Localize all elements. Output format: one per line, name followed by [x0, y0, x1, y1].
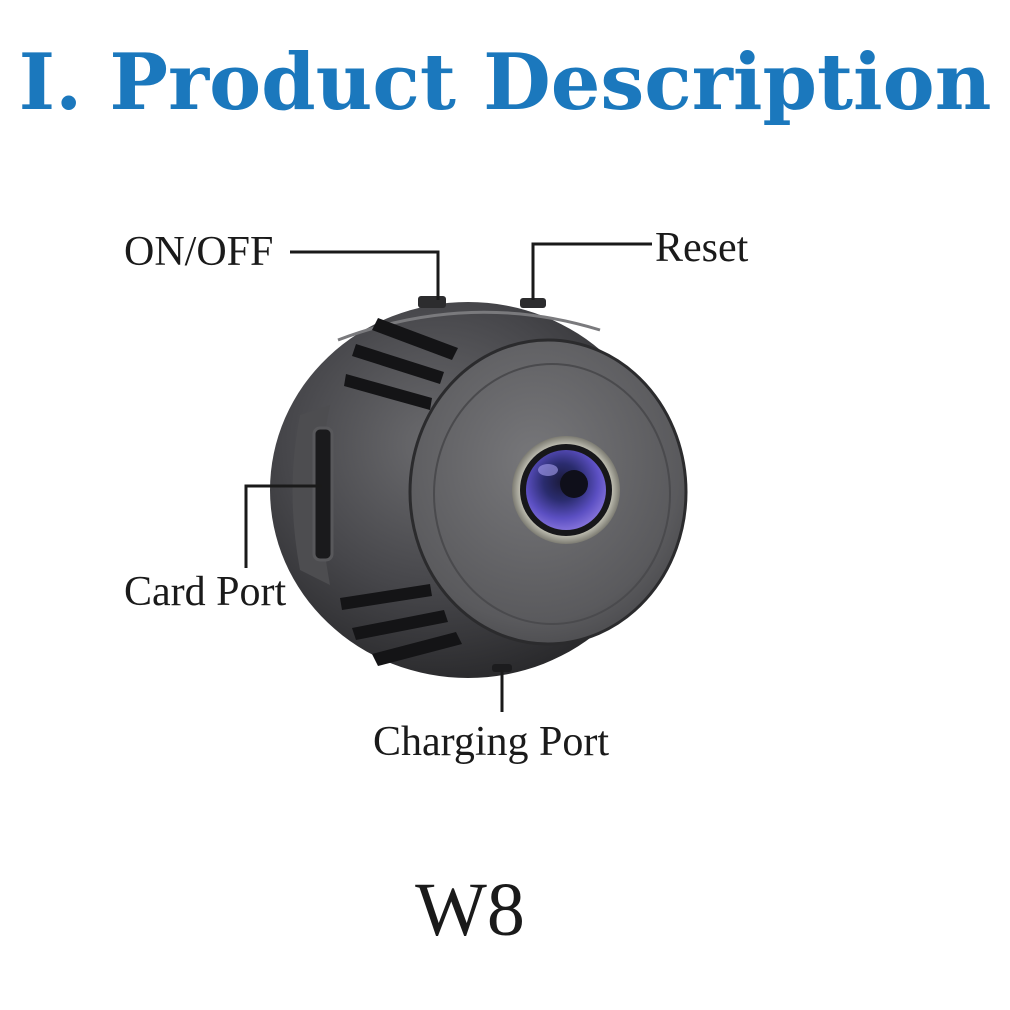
page-title: I. Product Description — [18, 37, 992, 128]
on-off-leader-line — [290, 250, 440, 300]
label-reset: Reset — [655, 225, 749, 271]
vent-slots-upper — [344, 318, 458, 410]
charging-port — [492, 664, 512, 672]
reset-leader-line — [531, 242, 652, 300]
vent-slots-lower — [340, 584, 462, 666]
on-off-button — [418, 296, 446, 308]
card-port-leader-line — [244, 484, 322, 568]
leader-lines — [244, 242, 652, 712]
model-name: W8 — [415, 868, 525, 952]
card-slot — [312, 426, 334, 562]
label-card-port: Card Port — [124, 569, 287, 615]
label-charging-port: Charging Port — [373, 719, 610, 765]
camera-lens — [512, 436, 620, 544]
label-on-off: ON/OFF — [124, 229, 274, 275]
reset-button — [520, 298, 546, 308]
